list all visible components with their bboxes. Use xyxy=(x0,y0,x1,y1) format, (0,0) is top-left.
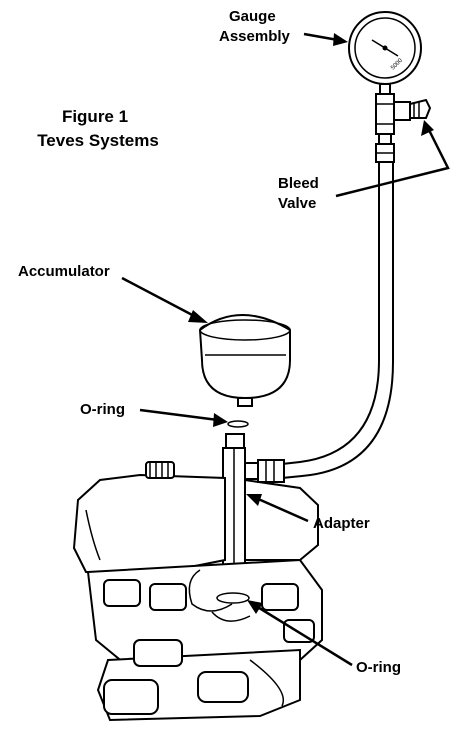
arrow-adapter xyxy=(246,494,309,523)
o-ring-bottom xyxy=(216,592,250,604)
label-accumulator: Accumulator xyxy=(18,263,110,280)
arrow-accumulator xyxy=(121,276,208,323)
solenoid-3 xyxy=(261,583,299,611)
arrow-o-ring-top xyxy=(139,408,228,427)
label-gauge-line1: Gauge xyxy=(229,8,276,25)
arrow-gauge xyxy=(303,32,348,46)
label-o-ring-bottom: O-ring xyxy=(356,659,401,676)
hose-fitting-bottom xyxy=(257,459,285,483)
gauge-needle xyxy=(371,39,386,49)
bleed-valve-screw xyxy=(409,98,432,119)
connector-2 xyxy=(103,679,159,715)
figure-title-line1: Figure 1 xyxy=(62,107,128,126)
label-adapter: Adapter xyxy=(313,515,370,532)
label-bleed-line2: Valve xyxy=(278,195,316,212)
gauge-needle-tail xyxy=(384,47,399,57)
gauge-pivot xyxy=(382,45,388,51)
accumulator xyxy=(198,314,291,407)
label-gauge-line2: Assembly xyxy=(219,28,291,45)
bleed-valve-body xyxy=(393,101,411,121)
tee-fitting xyxy=(375,93,395,135)
connector-1 xyxy=(133,639,183,667)
pressure-hose xyxy=(243,162,394,483)
reservoir xyxy=(72,473,226,577)
label-bleed-line1: Bleed xyxy=(278,175,319,192)
pump-reservoir-assembly xyxy=(72,461,323,722)
accumulator-neck xyxy=(237,397,253,407)
solenoid-1 xyxy=(103,579,141,607)
arrow-bleed-valve xyxy=(335,120,450,198)
o-ring-top xyxy=(227,420,249,428)
connector-3 xyxy=(197,671,249,703)
solenoid-2 xyxy=(149,583,187,611)
gauge-face-ring xyxy=(354,17,416,79)
label-o-ring-top: O-ring xyxy=(80,401,125,418)
reservoir-cap xyxy=(145,461,175,479)
arrow-o-ring-bottom xyxy=(247,600,353,667)
gauge-assembly: 5000 xyxy=(348,11,432,163)
gauge-stem xyxy=(379,83,391,95)
figure-title-line2: Teves Systems xyxy=(37,131,159,150)
